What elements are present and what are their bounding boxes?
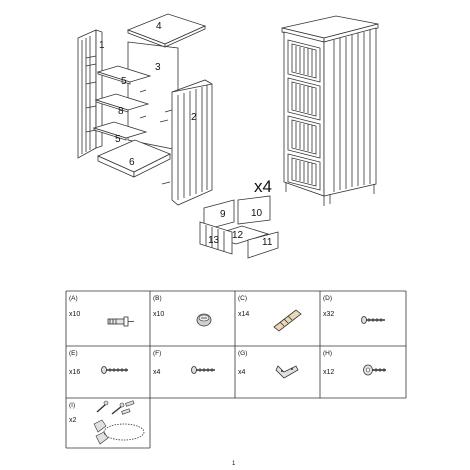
shelf-panels — [92, 65, 152, 141]
part-label-10: 10 — [251, 208, 263, 219]
part-label-11: 11 — [262, 237, 273, 248]
hardware-table: (A) x10 (B) x10 (C) x14 — [65, 290, 407, 449]
part-label-12: 12 — [232, 230, 244, 241]
right-side-panel — [171, 79, 213, 206]
part-label-5-bottom: 5 — [115, 134, 121, 145]
drawer-fronts — [287, 39, 321, 191]
bracket-icon — [275, 365, 299, 379]
hardware-id-h: (H) — [323, 350, 332, 357]
washer-screw-icon — [363, 364, 386, 376]
part-label-4: 4 — [156, 21, 162, 32]
hardware-qty-b: x10 — [153, 311, 164, 318]
hardware-qty-i: x2 — [69, 417, 77, 424]
part-label-6: 6 — [129, 157, 135, 168]
long-screw-icon — [101, 366, 128, 374]
hardware-cell-e: (E) x16 — [69, 350, 128, 376]
hardware-cell-i: (I) x2 — [69, 400, 145, 445]
drawer-quantity-label: x4 — [254, 177, 272, 196]
top-panel — [126, 13, 207, 48]
part-label-13: 13 — [208, 235, 220, 246]
screw-icon — [191, 366, 215, 374]
hardware-qty-e: x16 — [69, 369, 80, 376]
hardware-cell-f: (F) x4 — [153, 350, 215, 376]
wall-anchor-kit-icon — [93, 400, 145, 445]
drawer-exploded-diagram: 9 10 12 13 11 — [199, 195, 279, 259]
exploded-hardware — [85, 55, 173, 185]
hardware-id-a: (A) — [69, 295, 78, 302]
part-label-2: 2 — [191, 112, 197, 123]
hardware-cell-h: (H) x12 — [323, 350, 386, 376]
hardware-id-f: (F) — [153, 350, 161, 357]
hardware-id-b: (B) — [153, 295, 162, 302]
hardware-cell-a: (A) x10 — [69, 295, 134, 327]
part-label-8: 8 — [118, 106, 124, 117]
assembled-cabinet-diagram — [281, 15, 379, 206]
bottom-panel — [97, 139, 171, 178]
cam-lock-icon — [196, 313, 212, 327]
hardware-id-d: (D) — [323, 295, 332, 302]
part-label-3: 3 — [155, 62, 161, 73]
hardware-qty-c: x14 — [238, 311, 249, 318]
hardware-id-i: (I) — [69, 402, 75, 409]
hardware-qty-h: x12 — [323, 369, 334, 376]
hardware-id-c: (C) — [238, 295, 247, 302]
hardware-qty-f: x4 — [153, 369, 161, 376]
hardware-qty-g: x4 — [238, 369, 246, 376]
hardware-qty-d: x32 — [323, 311, 334, 318]
short-screw-icon — [361, 316, 385, 324]
part-label-9: 9 — [220, 209, 226, 220]
wooden-dowel-icon — [273, 309, 302, 332]
hardware-cell-g: (G) x4 — [238, 350, 299, 379]
cam-bolt-icon — [107, 316, 134, 327]
part-label-1: 1 — [99, 40, 105, 51]
exploded-cabinet-diagram: 1 4 3 5 8 5 6 2 — [77, 13, 213, 206]
part-label-5-top: 5 — [121, 76, 127, 87]
hardware-qty-a: x10 — [69, 311, 80, 318]
hardware-cell-d: (D) x32 — [323, 295, 385, 324]
hardware-cell-c: (C) x14 — [238, 295, 302, 332]
hardware-id-g: (G) — [238, 350, 247, 357]
hardware-id-e: (E) — [69, 350, 78, 357]
hardware-cell-b: (B) x10 — [153, 295, 212, 327]
page-number: 1 — [232, 461, 236, 467]
